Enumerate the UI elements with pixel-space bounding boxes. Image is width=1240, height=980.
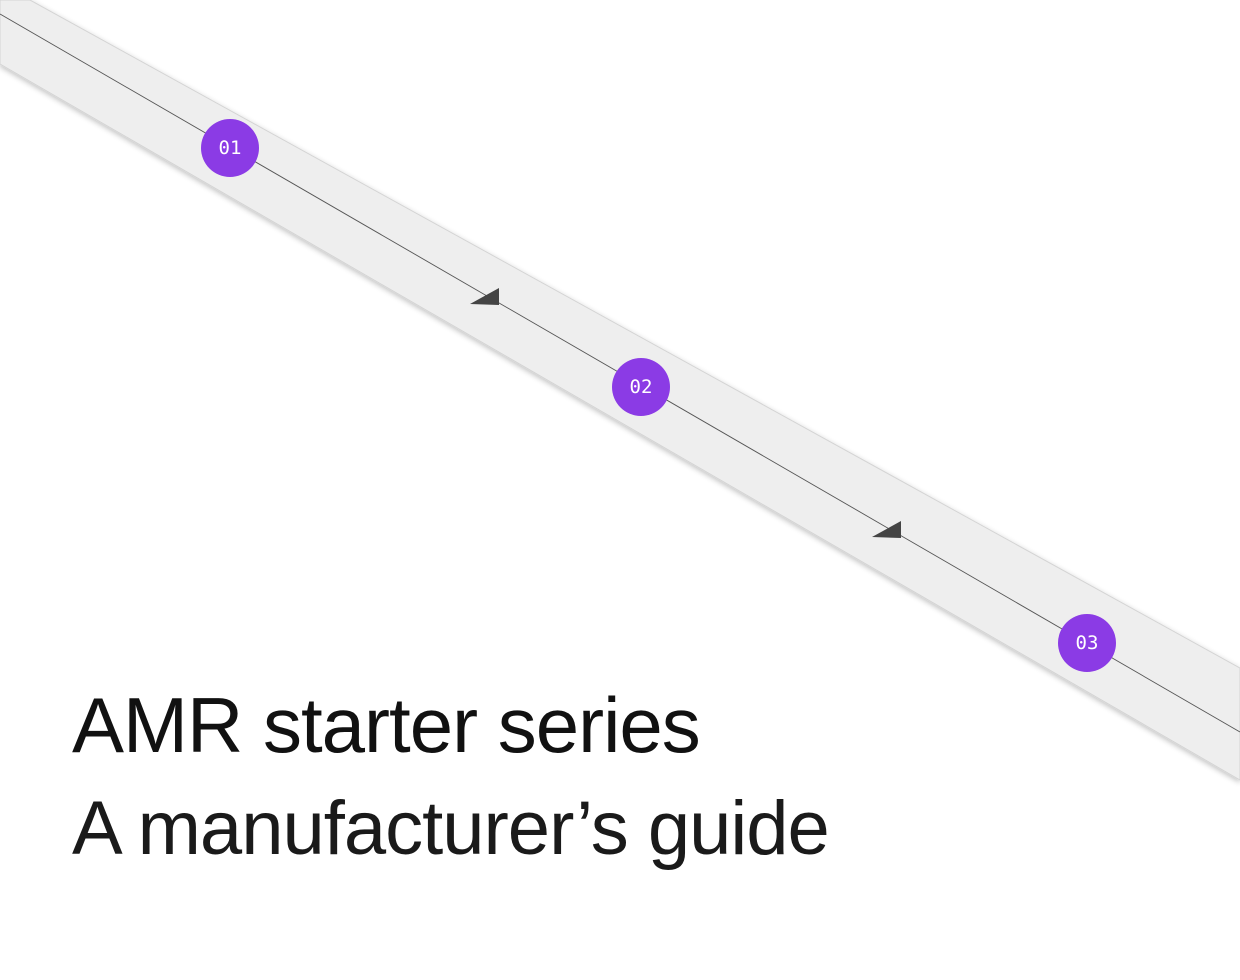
waypoint-marker: 03 (1058, 614, 1116, 672)
waypoint-marker: 02 (612, 358, 670, 416)
waypoint-label: 02 (630, 376, 653, 398)
direction-arrow-icon (470, 288, 499, 305)
waypoint-marker: 01 (201, 119, 259, 177)
page-title: AMR starter series (72, 681, 701, 769)
waypoint-label: 03 (1076, 632, 1099, 654)
waypoint-label: 01 (219, 137, 242, 159)
page-subtitle: A manufacturer’s guide (72, 786, 830, 871)
direction-arrow-icon (872, 521, 901, 538)
